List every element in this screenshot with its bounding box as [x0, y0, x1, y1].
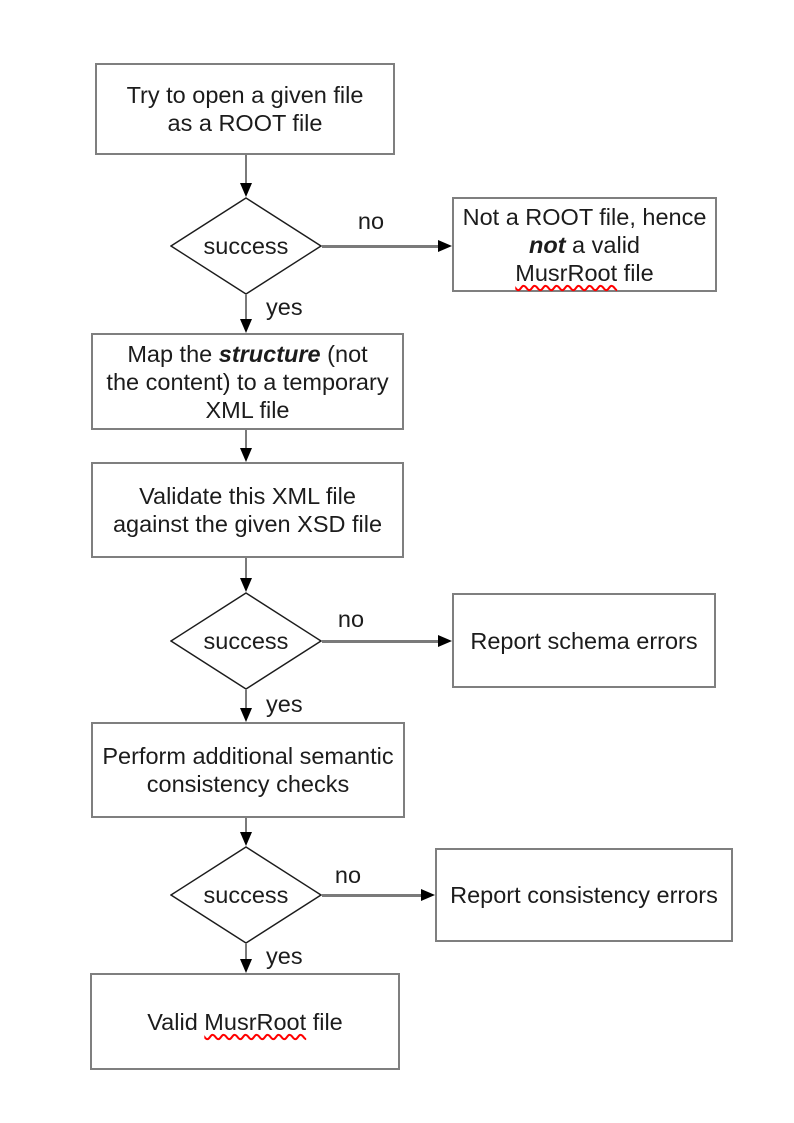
decision-consistency-success: success — [170, 846, 322, 944]
terminal-line: not a valid — [529, 231, 640, 259]
emphasized-word: structure — [218, 340, 321, 367]
process-try-open-root-file: Try to open a given file as a ROOT file — [95, 63, 395, 155]
arrowhead-right-icon — [438, 240, 452, 252]
edge-label-no: no — [357, 208, 385, 234]
arrowhead-down-icon — [240, 832, 252, 846]
process-line: Perform additional semantic — [102, 743, 394, 769]
edge-semantic-to-decision3 — [244, 818, 247, 832]
process-line: XML file — [205, 396, 290, 423]
edge-label-no: no — [337, 606, 365, 632]
arrowhead-right-icon — [421, 889, 435, 901]
arrowhead-down-icon — [240, 578, 252, 592]
process-line: consistency checks — [146, 771, 350, 797]
diamond-shape — [170, 592, 322, 690]
edge-decision1-no — [322, 245, 438, 248]
terminal-line: Not a ROOT file, hence — [462, 203, 707, 230]
misspelled-word: MusrRoot — [204, 1008, 307, 1035]
arrowhead-down-icon — [240, 959, 252, 973]
edge-decision3-yes — [244, 944, 247, 959]
terminal-line-post: file — [306, 1008, 343, 1035]
edge-map-to-validate — [244, 430, 247, 448]
decision-label: success — [203, 232, 289, 259]
edge-label-yes: yes — [266, 691, 303, 717]
diamond-shape — [170, 846, 322, 944]
arrowhead-down-icon — [240, 708, 252, 722]
decision-schema-success: success — [170, 592, 322, 690]
terminal-line: MusrRoot file — [515, 259, 653, 287]
process-validate-xml: Validate this XML file against the given… — [91, 462, 404, 558]
terminal-valid-musrroot-file: Valid MusrRoot file — [90, 973, 400, 1070]
arrowhead-down-icon — [240, 319, 252, 333]
arrowhead-down-icon — [240, 448, 252, 462]
process-line-pre: Map the — [127, 340, 219, 367]
edge-label-yes: yes — [266, 943, 303, 969]
process-line-post: (not — [320, 340, 368, 367]
process-line: as a ROOT file — [167, 110, 323, 136]
arrowhead-right-icon — [438, 635, 452, 647]
process-line: Map the structure (not — [127, 340, 367, 368]
process-line: Validate this XML file — [139, 483, 356, 509]
process-line: the content) to a temporary — [106, 368, 389, 395]
edge-decision2-no — [322, 640, 438, 643]
terminal-line: Report consistency errors — [450, 882, 718, 908]
edge-tryopen-to-decision1 — [244, 155, 247, 183]
arrowhead-down-icon — [240, 183, 252, 197]
terminal-line-rest: a valid — [565, 231, 640, 258]
edge-label-no: no — [334, 862, 362, 888]
misspelled-word: MusrRoot — [515, 259, 618, 286]
edge-decision2-yes — [244, 690, 247, 708]
edge-decision1-yes — [244, 295, 247, 319]
terminal-line: Report schema errors — [470, 627, 698, 654]
decision-label: success — [203, 627, 289, 654]
edge-decision3-no — [322, 894, 421, 897]
terminal-report-consistency-errors: Report consistency errors — [435, 848, 733, 942]
process-map-structure: Map the structure (not the content) to a… — [91, 333, 404, 430]
terminal-line-pre: Valid — [147, 1008, 205, 1035]
process-line: Try to open a given file — [126, 82, 364, 108]
edge-validate-to-decision2 — [244, 558, 247, 578]
edge-label-yes: yes — [266, 294, 303, 320]
decision-open-success: success — [170, 197, 322, 295]
terminal-not-root-file: Not a ROOT file, hence not a valid MusrR… — [452, 197, 717, 292]
terminal-line: Valid MusrRoot file — [147, 1008, 343, 1036]
decision-label: success — [203, 881, 289, 908]
terminal-line-rest: file — [617, 259, 654, 286]
process-semantic-checks: Perform additional semantic consistency … — [91, 722, 405, 818]
terminal-report-schema-errors: Report schema errors — [452, 593, 716, 688]
process-line: against the given XSD file — [112, 511, 383, 537]
diamond-shape — [170, 197, 322, 295]
emphasized-word: not — [528, 231, 566, 258]
